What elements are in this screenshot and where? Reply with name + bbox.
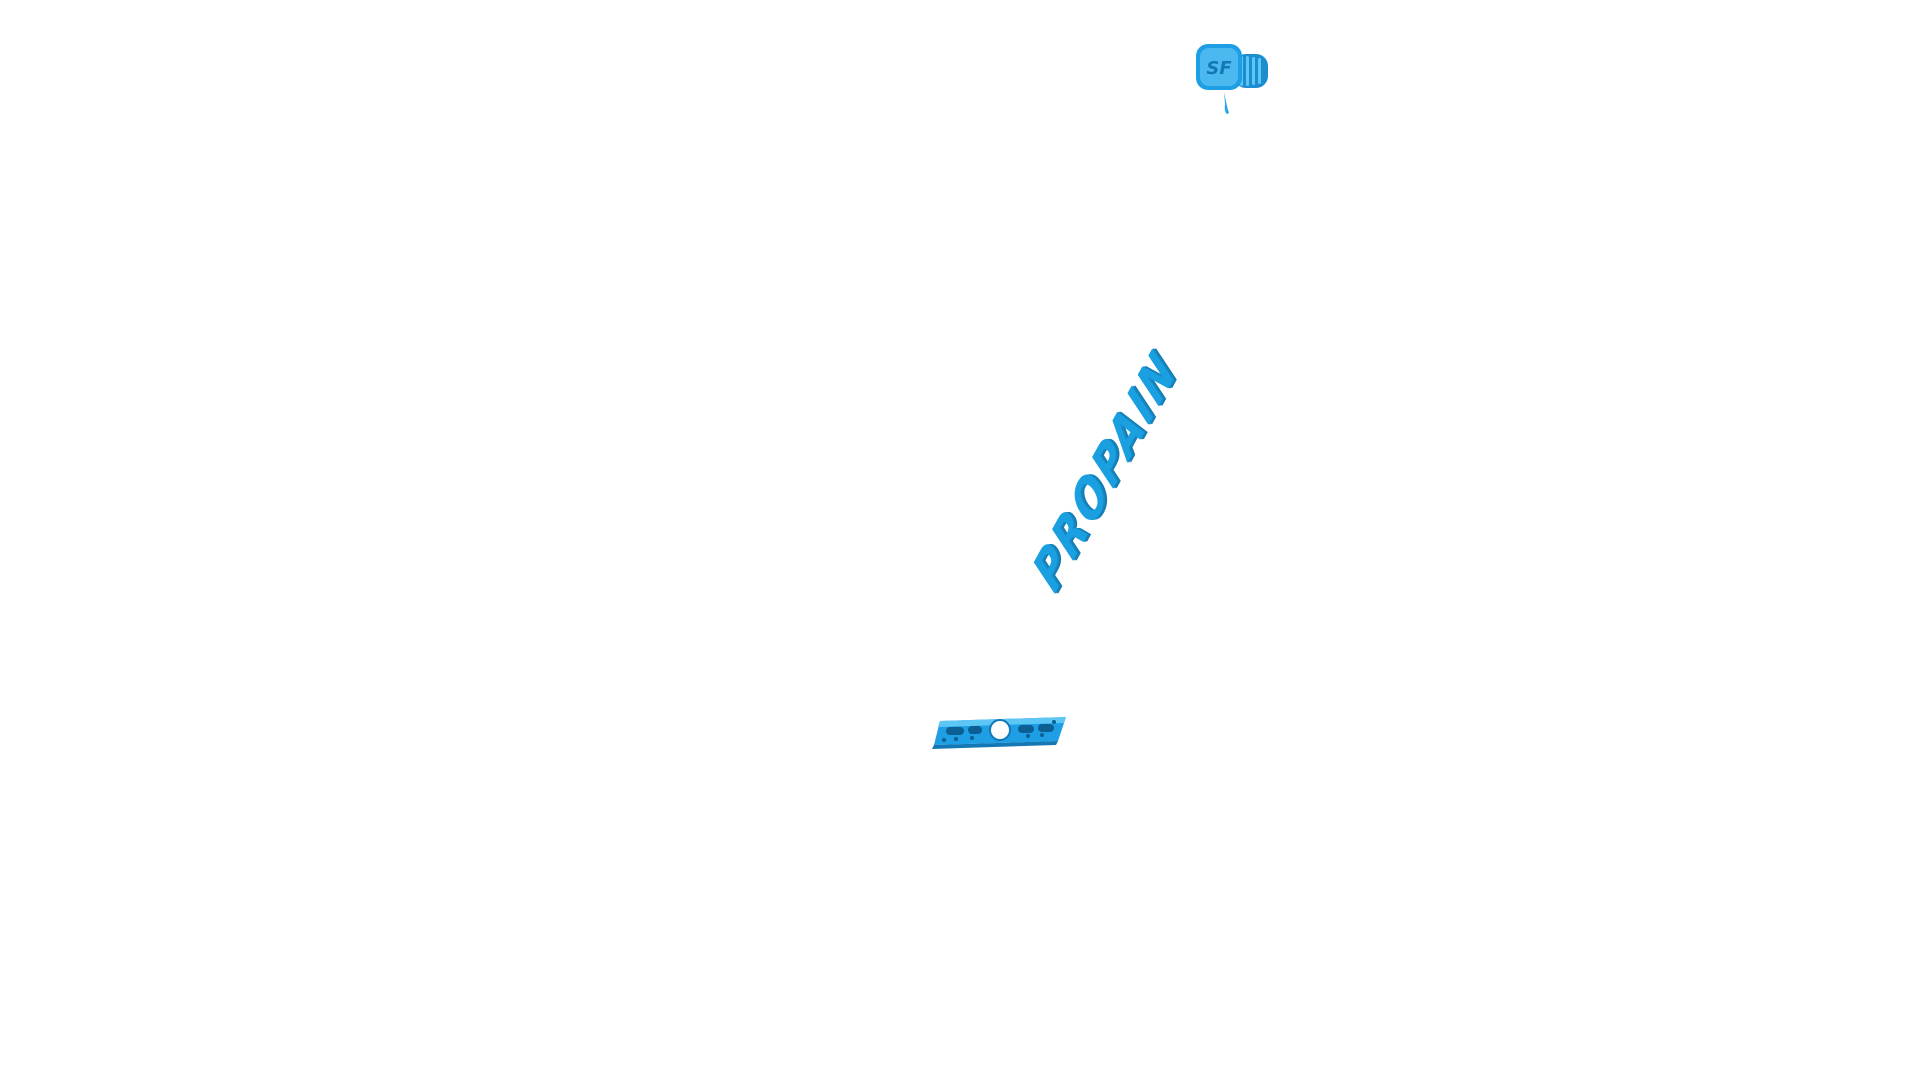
grip-logo: SF: [1206, 58, 1232, 79]
grip-icon: SF: [1194, 40, 1274, 116]
brand-decal-text: PROPAIN: [1023, 336, 1187, 604]
pedal-icon: [932, 713, 1070, 749]
brand-decal: PROPAIN: [1023, 335, 1186, 605]
